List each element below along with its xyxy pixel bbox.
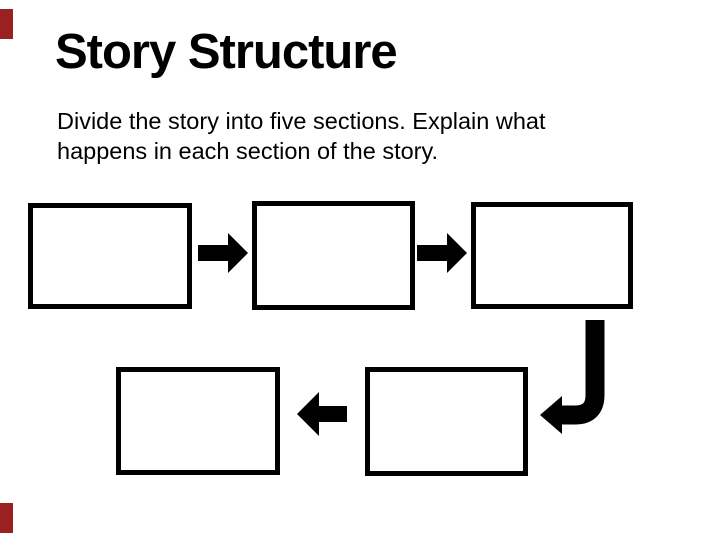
section-box-2[interactable] — [252, 201, 415, 310]
accent-bar-top — [0, 9, 13, 39]
section-box-5[interactable] — [365, 367, 528, 476]
arrow-right-icon — [198, 233, 248, 273]
section-box-3[interactable] — [471, 202, 633, 309]
instructions-line-1: Divide the story into five sections. Exp… — [57, 108, 546, 134]
accent-bar-bottom — [0, 503, 13, 533]
section-box-4[interactable] — [116, 367, 280, 475]
instructions-line-2: happens in each section of the story. — [57, 138, 439, 164]
instructions-text: Divide the story into five sections. Exp… — [57, 106, 546, 166]
section-box-1[interactable] — [28, 203, 192, 309]
arrow-right-icon — [417, 233, 467, 273]
elbow-arrow-down-left-icon — [540, 320, 605, 434]
page-title: Story Structure — [55, 25, 398, 79]
arrow-left-icon — [297, 392, 347, 436]
